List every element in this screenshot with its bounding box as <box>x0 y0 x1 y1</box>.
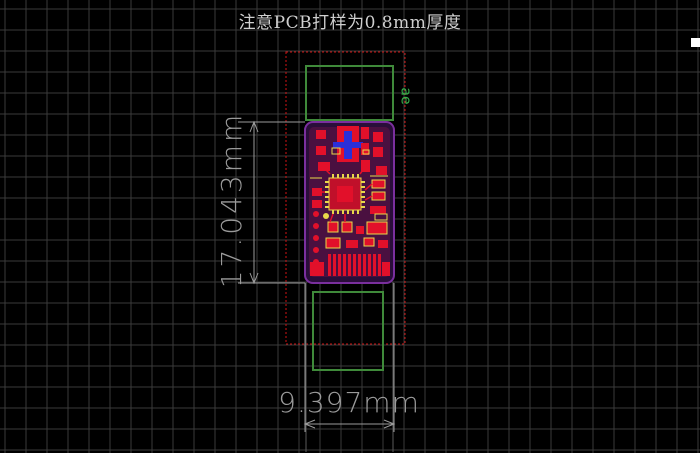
dim-h-arrow-left <box>303 419 316 429</box>
pad-2 <box>361 143 369 155</box>
bottom-connector-outline <box>312 291 384 371</box>
top-connector-outline <box>305 65 394 121</box>
width-dimension-text: 9.397mm <box>278 386 420 419</box>
pad-13 <box>366 221 388 235</box>
silkscreen-label: ae <box>397 87 414 105</box>
pad-20 <box>346 240 358 248</box>
height-dimension-text: 17.043mm <box>215 111 248 289</box>
dim-v-arrow-top <box>249 120 259 133</box>
mcu-pins <box>325 174 365 214</box>
pad-15 <box>312 200 322 208</box>
pad-18 <box>356 226 364 234</box>
pad-21 <box>363 237 375 247</box>
pad-9 <box>376 166 387 175</box>
pad-12 <box>370 206 386 214</box>
pad-14 <box>312 188 322 196</box>
pad-3 <box>373 132 383 142</box>
pad-22 <box>378 240 388 248</box>
pad-6 <box>316 146 326 155</box>
via-3 <box>313 235 319 241</box>
top-traces <box>321 165 373 223</box>
board-note: 注意PCB打样为0.8mm厚度 <box>238 13 462 33</box>
usb-shield-right <box>382 262 390 276</box>
via-6 <box>323 213 329 219</box>
usb-fingers <box>328 254 381 276</box>
pad-11 <box>371 191 386 201</box>
pad-5 <box>316 130 326 139</box>
mcu-pad <box>337 186 353 202</box>
pad-4 <box>373 147 383 157</box>
pad-10 <box>371 179 386 189</box>
scroll-marker[interactable] <box>691 38 700 47</box>
pad-19 <box>325 237 341 249</box>
pad-1 <box>361 127 369 139</box>
dim-h-arrow-right <box>383 419 396 429</box>
via-1 <box>313 211 319 217</box>
keepout-outline <box>285 51 406 345</box>
silkscreen <box>310 147 388 221</box>
pad-7 <box>318 162 330 171</box>
via-2 <box>313 223 319 229</box>
usb-shield-left <box>310 262 324 276</box>
pad-17 <box>341 221 353 233</box>
dim-v-arrow-bottom <box>249 272 259 285</box>
pad-16 <box>327 221 339 233</box>
via-blue-2 <box>333 142 363 148</box>
via-4 <box>313 247 319 253</box>
